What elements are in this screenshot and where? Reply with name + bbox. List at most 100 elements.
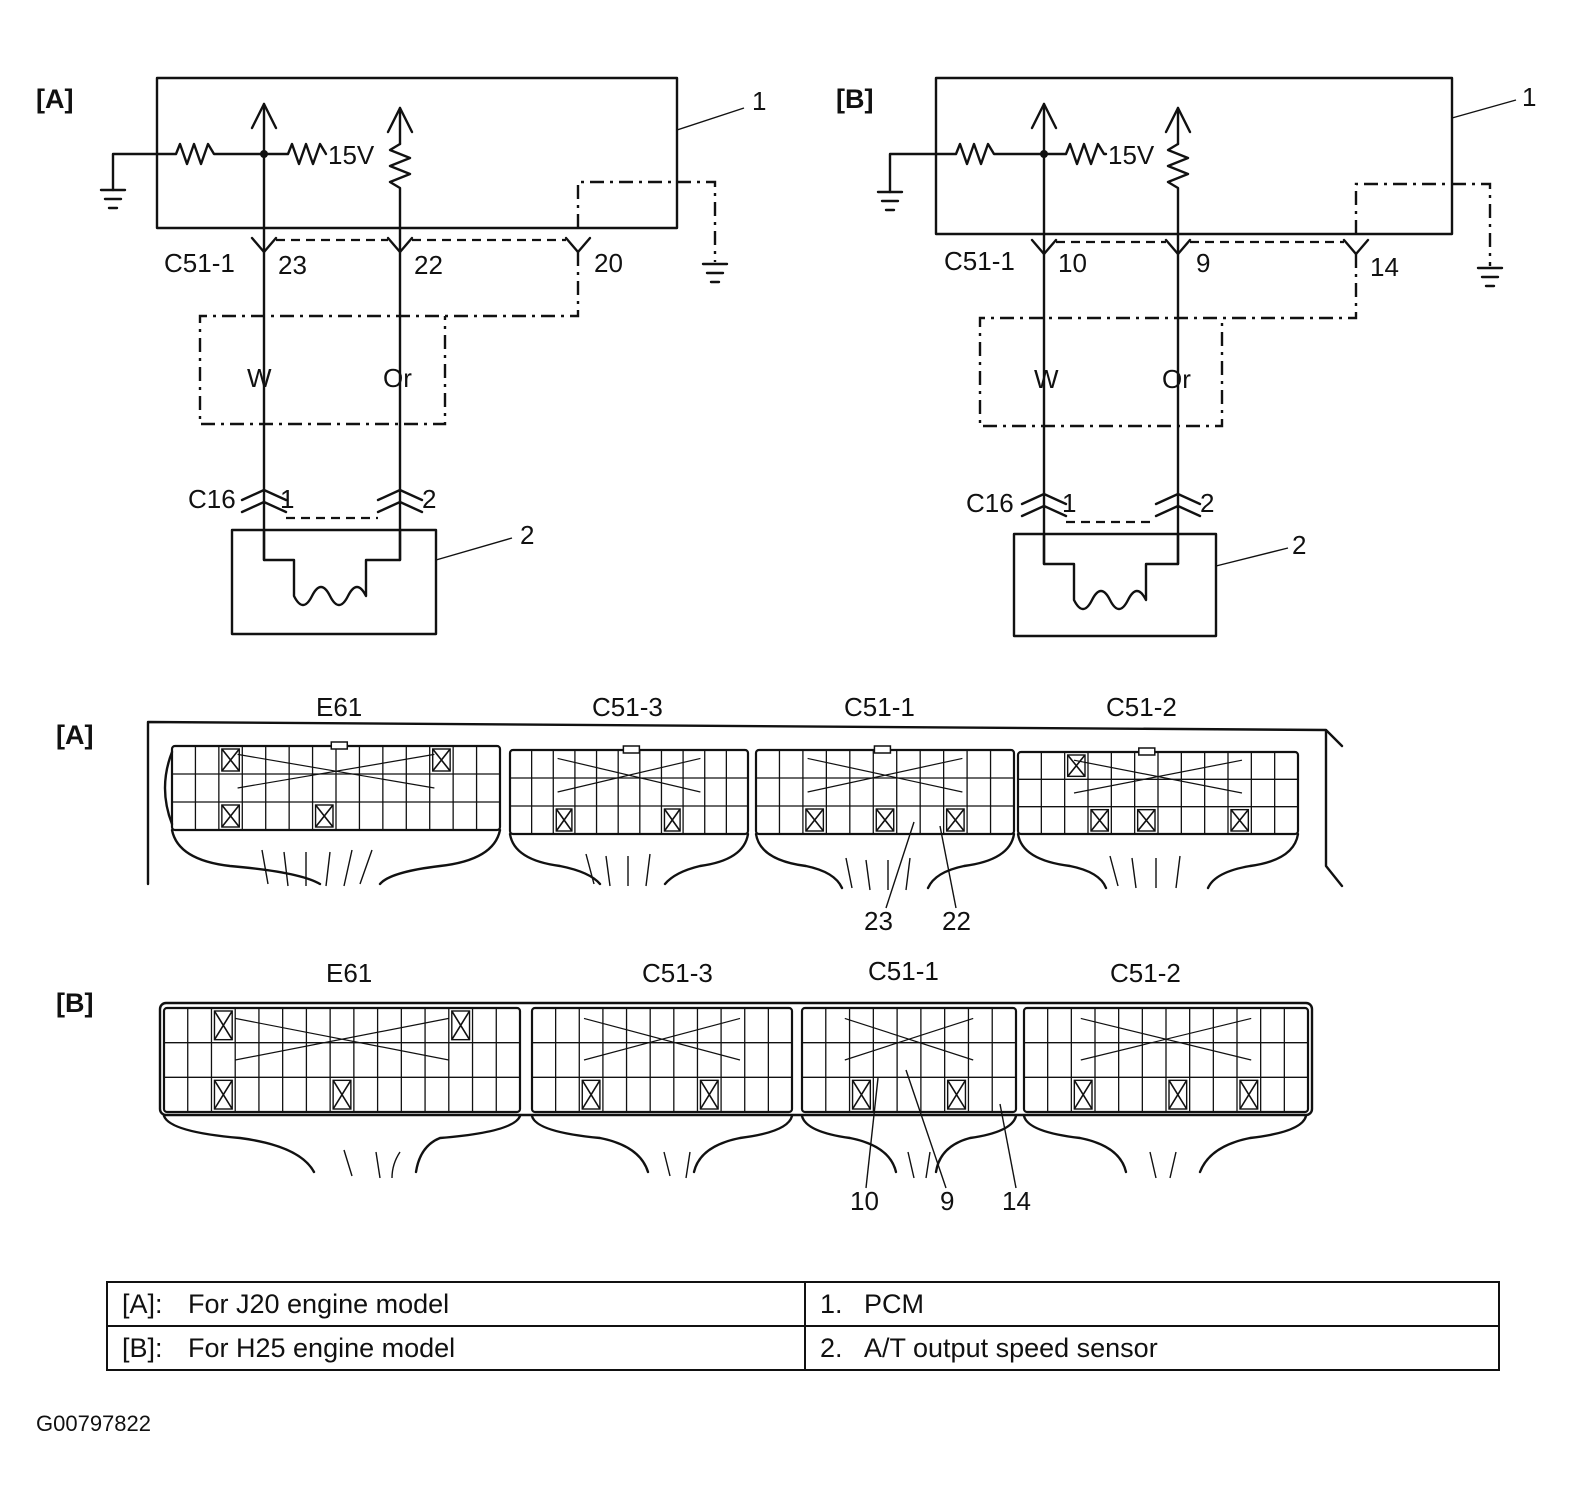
skirt-e61-a [170, 828, 502, 886]
connector-body [800, 1006, 1018, 1114]
harness-shield-b [978, 254, 1358, 428]
sensor-box-a [230, 528, 438, 636]
legend-cell-item: 1.PCM [804, 1281, 1500, 1327]
pcm-callout-line-b [1451, 99, 1517, 119]
wires-c51-1-a [845, 857, 911, 891]
connector-view-b-tag: [B] [56, 988, 93, 1018]
keying-cross [557, 757, 701, 793]
skirt-c51-1-a [754, 832, 1016, 890]
blank-pin-cross [946, 1079, 967, 1110]
keying-cross [1080, 1017, 1252, 1061]
blank-pin [332, 1079, 352, 1110]
connector-grid-b [162, 1006, 1310, 1114]
blank-pin-cross [213, 1010, 233, 1041]
blank-pin [1090, 808, 1110, 832]
ground-symbol-right-b [1476, 266, 1504, 288]
connector-name-c51-3-a: C51-3 [592, 692, 663, 722]
sensor-pin-1-a: 1 [280, 484, 294, 514]
ground-symbol-left-a [99, 188, 127, 210]
schematic-a-tag: [A] [36, 84, 73, 114]
blank-pin-cross [213, 1079, 233, 1110]
blank-pin-cross [1230, 809, 1249, 832]
connector-body [530, 1006, 794, 1114]
pcm-callout-b: 1 [1522, 82, 1536, 112]
wire-color-w-a: W [247, 363, 272, 393]
sensor-callout-line-b [1215, 547, 1289, 567]
pcm-callout-line-a [676, 107, 745, 131]
housing-outline-a [146, 720, 1344, 888]
blank-pin-cross [221, 804, 240, 828]
wires-c51-3-b [663, 1151, 691, 1179]
connector-block [754, 745, 1016, 836]
keying-cross [844, 1017, 974, 1061]
sensor-pin-1-b: 1 [1062, 488, 1076, 518]
skirt-c51-3-a [508, 832, 750, 886]
terminal-23-a: 23 [278, 250, 307, 280]
pin-mark-1-a [240, 488, 288, 514]
blank-pin [1239, 1079, 1259, 1110]
sensor-callout-b: 2 [1292, 530, 1306, 560]
keying-cross [583, 1017, 741, 1061]
skirt-e61-b [162, 1114, 522, 1174]
skirt-c51-2-b [1022, 1114, 1308, 1174]
wires-c51-1-b [907, 1151, 931, 1179]
connector-body [508, 748, 750, 836]
wire-color-or-b: Or [1162, 364, 1191, 394]
legend-cell-model: [A]:For J20 engine model [106, 1281, 806, 1327]
resistor-2-a [262, 142, 328, 166]
voltage-a: 15V [328, 140, 375, 170]
blank-pin [1066, 754, 1086, 778]
ground-symbol-right-a [701, 262, 729, 284]
sensor-coil-a [262, 528, 402, 607]
figure-id: G00797822 [36, 1411, 151, 1436]
legend-item-number: 1. [820, 1288, 843, 1319]
shield-inner-b [1354, 182, 1452, 234]
blank-pin-cross [555, 808, 573, 832]
blank-pin [213, 1079, 233, 1110]
connector-block [1022, 1006, 1310, 1114]
schematic-b-tag: [B] [836, 84, 873, 114]
legend-item-text: A/T output speed sensor [864, 1332, 1158, 1363]
legend-cell-item: 2.A/T output speed sensor [804, 1325, 1500, 1371]
schematic-b: [B] 1 15V C51-1 10 9 14 [836, 76, 1536, 638]
pin-callout-9-b: 9 [940, 1186, 954, 1216]
wires-c51-2-b [1149, 1151, 1177, 1179]
housing-outline-b [158, 1001, 1314, 1117]
connector-view-a: [A] E61 C51-3 C51-1 C51-2 23 22 [56, 692, 1344, 936]
legend-row: [B]:For H25 engine model 2.A/T output sp… [106, 1325, 1500, 1371]
connector-view-b: [B] E61 C51-3 C51-1 C51-2 10 9 14 [56, 956, 1314, 1216]
pin-mark-1-b [1020, 492, 1068, 518]
blank-pin-cross [699, 1079, 719, 1110]
blank-pin [663, 808, 681, 832]
sensor-connector-b: C16 [966, 488, 1014, 518]
connector-block [508, 745, 750, 836]
skirt-c51-3-b [530, 1114, 794, 1174]
sensor-box-b [1012, 532, 1218, 638]
blank-pin [699, 1079, 719, 1110]
keying-cross [1073, 759, 1243, 794]
latch-tab [330, 741, 349, 750]
wires-e61-a [261, 849, 373, 887]
harness-shield-a [198, 252, 580, 426]
blank-pin [555, 808, 573, 832]
blank-pin-cross [946, 808, 965, 832]
pcm-callout-a: 1 [752, 86, 766, 116]
terminal-9-b: 9 [1196, 248, 1210, 278]
connector-body [162, 1006, 522, 1114]
keying-cross [237, 753, 435, 789]
blank-pin [581, 1079, 601, 1110]
terminal-10-b: 10 [1058, 248, 1087, 278]
connector-name-c51-2-b: C51-2 [1110, 958, 1181, 988]
blank-pin [314, 804, 334, 828]
legend-cell-model: [B]:For H25 engine model [106, 1325, 806, 1371]
shield-inner-a [576, 180, 677, 228]
blank-pin [1168, 1079, 1188, 1110]
connector-name-e61-a: E61 [316, 692, 362, 722]
sensor-callout-a: 2 [520, 520, 534, 550]
arrow-head-1-a [250, 102, 278, 130]
resistor-3-b [1166, 142, 1190, 236]
connector-block [162, 1006, 522, 1114]
latch-tab [873, 745, 892, 754]
